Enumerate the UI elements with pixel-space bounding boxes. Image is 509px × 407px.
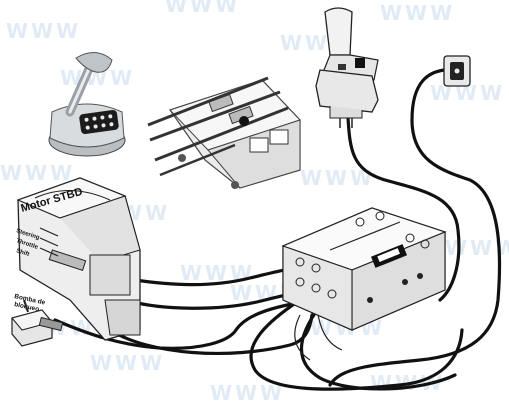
watermark: WWW <box>165 0 240 17</box>
engine-sub-label: Shift <box>15 248 30 258</box>
watermark: WWW <box>90 351 165 375</box>
controller-box-icon[interactable] <box>281 207 447 331</box>
cable-loop-1 <box>249 298 464 391</box>
cable-loose <box>294 314 311 361</box>
watermark: WWW <box>300 166 375 190</box>
cable-loose <box>317 314 343 351</box>
actuator-icon[interactable] <box>147 76 301 189</box>
cable-engine-3 <box>108 313 314 356</box>
watermark: WWW <box>0 161 75 185</box>
engine-icon[interactable]: Motor STBD Steering Throttle Shift <box>15 177 141 341</box>
cable-joystick <box>346 116 461 302</box>
watermark: WWW <box>6 19 81 43</box>
watermark: WWW <box>210 381 285 405</box>
cable-switch <box>328 68 502 387</box>
cable-loop-2 <box>299 298 457 391</box>
control-lever-icon[interactable] <box>48 52 126 157</box>
switch-icon[interactable] <box>443 55 471 87</box>
cable-pump <box>53 302 294 350</box>
joystick-icon[interactable] <box>315 7 379 128</box>
watermark: WWW <box>380 1 455 25</box>
